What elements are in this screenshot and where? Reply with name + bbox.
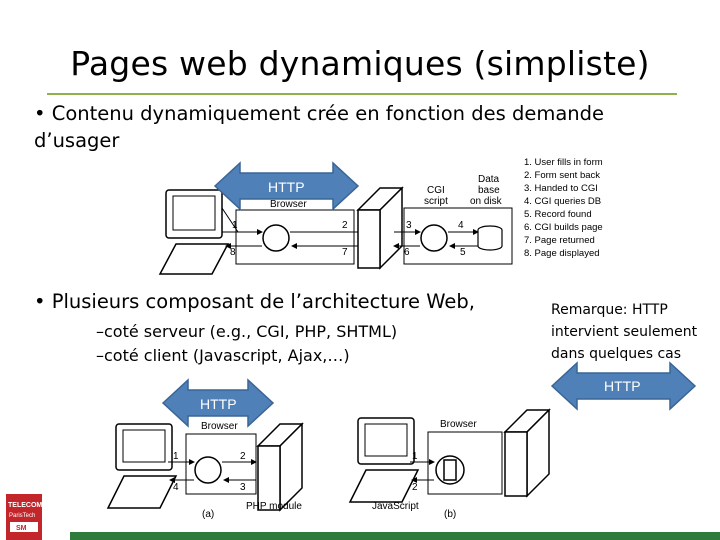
b-step-2-label: 2 xyxy=(412,482,418,493)
step-text-7: 7. Page returned xyxy=(524,235,595,246)
telecom-logo: TELECOM ParisTech SM xyxy=(6,494,42,540)
step-text-1: 1. User fills in form xyxy=(524,157,603,168)
step-text-2: 2. Form sent back xyxy=(524,170,600,181)
javascript-icon xyxy=(443,459,457,481)
remark-line2: intervient seulement xyxy=(551,324,698,340)
step-text-8: 8. Page displayed xyxy=(524,248,600,259)
sub-bullet-server-side: –coté serveur (e.g., CGI, PHP, SHTML) xyxy=(96,322,398,341)
client-computer-a-icon xyxy=(106,423,178,509)
step-4-label: 4 xyxy=(458,220,464,231)
a-step-3-label: 3 xyxy=(240,482,246,493)
caption-a: (a) xyxy=(202,509,214,520)
step-text-3: 3. Handed to CGI xyxy=(524,183,598,194)
data-label-3: on disk xyxy=(470,196,503,207)
http-arrow-top-label: HTTP xyxy=(268,179,305,195)
diagram-javascript: Browser 1 2 JavaScript (b) xyxy=(348,408,551,520)
a-step-2-label: 2 xyxy=(240,451,246,462)
bullet1-line2: d’usager xyxy=(34,129,120,152)
cgi-label-1: CGI xyxy=(427,185,445,196)
http-arrow-remark: HTTP xyxy=(550,361,697,411)
bullet-dynamic-content: • Contenu dynamiquement crée en fonction… xyxy=(34,100,654,154)
server-b-icon xyxy=(503,408,551,498)
sub-bullet-client-side: –coté client (Javascript, Ajax,…) xyxy=(96,346,350,365)
server-icon xyxy=(356,186,404,270)
cgi-process-icon xyxy=(420,224,448,252)
steps-list: 1. User fills in form 2. Form sent back … xyxy=(524,157,603,259)
logo-line3: SM xyxy=(16,525,27,532)
php-module-label: PHP module xyxy=(246,501,302,512)
footer-bar xyxy=(70,532,720,540)
step-5-label: 5 xyxy=(460,247,466,258)
database-icon xyxy=(477,225,503,251)
step-text-5: 5. Record found xyxy=(524,209,592,220)
bullet-architecture: • Plusieurs composant de l’architecture … xyxy=(34,290,475,313)
b-step-1-label: 1 xyxy=(412,451,418,462)
bullet1-line1: • Contenu dynamiquement crée en fonction… xyxy=(34,102,605,125)
cgi-box xyxy=(403,207,513,265)
cgi-label-2: script xyxy=(424,196,448,207)
title-divider xyxy=(47,93,677,95)
step-8-label: 8 xyxy=(230,247,236,258)
step-6-label: 6 xyxy=(404,247,410,258)
javascript-label: JavaScript xyxy=(372,501,419,512)
server-a-icon xyxy=(256,422,304,512)
browser-box xyxy=(235,209,355,265)
data-label-1: Data xyxy=(478,174,500,185)
browser-box-b xyxy=(427,431,503,495)
browser-process-icon xyxy=(262,224,290,252)
remark-text: Remarque: HTTP intervient seulement dans… xyxy=(551,299,711,365)
http-arrow-bottom: HTTP xyxy=(161,378,275,428)
http-arrow-bottom-label: HTTP xyxy=(200,396,237,412)
caption-b: (b) xyxy=(444,509,456,520)
diagram-php: Browser 1 4 2 3 PHP module (a) xyxy=(106,421,304,520)
step-7-label: 7 xyxy=(342,247,348,258)
logo-line2: ParisTech xyxy=(9,513,35,519)
client-computer-icon xyxy=(158,189,239,275)
data-label-2: base xyxy=(478,185,500,196)
step-text-4: 4. CGI queries DB xyxy=(524,196,601,207)
remark-line1: Remarque: HTTP xyxy=(551,302,668,318)
step-3-label: 3 xyxy=(406,220,412,231)
a-step-1-label: 1 xyxy=(173,451,179,462)
browser-label-a: Browser xyxy=(201,421,238,432)
step-text-6: 6. CGI builds page xyxy=(524,222,603,233)
remark-line3: dans quelques cas xyxy=(551,346,682,362)
browser-label-b: Browser xyxy=(440,419,477,430)
a-step-4-label: 4 xyxy=(173,482,179,493)
slide-title: Pages web dynamiques (simpliste) xyxy=(70,44,650,83)
http-arrow-remark-label: HTTP xyxy=(604,378,641,394)
logo-line1: TELECOM xyxy=(8,502,42,509)
diagram-cgi: Browser 1 8 2 7 3 6 CGI script 4 5 Data xyxy=(158,157,603,275)
client-computer-b-icon xyxy=(348,417,420,503)
browser-label: Browser xyxy=(270,199,307,210)
step-2-label: 2 xyxy=(342,220,348,231)
browser-process-a-icon xyxy=(194,456,222,484)
http-arrow-top: HTTP xyxy=(213,161,360,211)
step-1-label: 1 xyxy=(232,220,238,231)
